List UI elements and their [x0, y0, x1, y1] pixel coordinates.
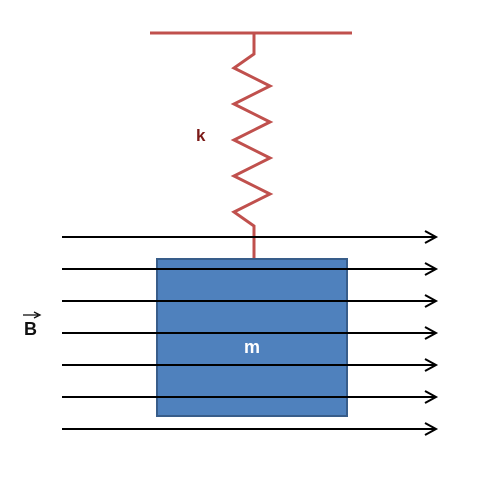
mass-block — [156, 258, 348, 417]
field-line-arrowhead — [424, 390, 439, 404]
field-line-arrowhead — [424, 422, 439, 436]
magnetic-field-label: B — [24, 319, 37, 339]
field-line-arrowhead — [424, 326, 439, 340]
field-line-arrowhead — [424, 262, 439, 276]
spring-constant-label: k — [196, 126, 206, 145]
spring — [230, 33, 274, 258]
magnetic-field-lines — [62, 230, 439, 436]
field-line-arrowhead — [424, 294, 439, 308]
field-line-arrowhead — [424, 230, 439, 244]
mass-label: m — [243, 337, 260, 357]
field-line-arrowhead — [424, 358, 439, 372]
field-vector-arrow-icon — [23, 311, 42, 319]
